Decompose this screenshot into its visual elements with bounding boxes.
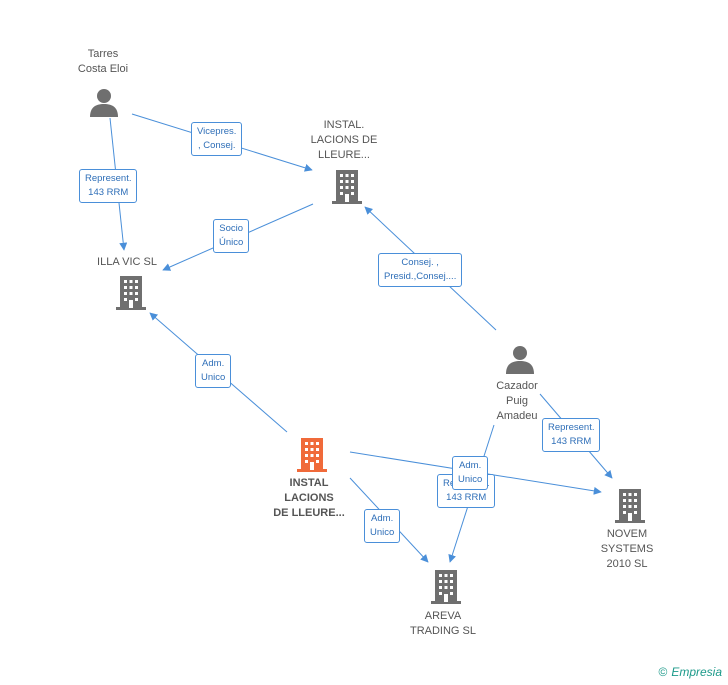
node-label-tarres: Tarres Costa Eloi xyxy=(77,48,129,75)
building-main-icon[interactable] xyxy=(297,438,327,472)
node-label-instal-top: INSTAL. LACIONS DE LLEURE... xyxy=(310,119,378,161)
person-icon[interactable] xyxy=(89,88,119,118)
brand-footer: ©Empresia xyxy=(658,665,722,679)
edge-label-represent-novem[interactable]: Represent. 143 RRM xyxy=(542,418,601,452)
edge-label-adm-unico-illa[interactable]: Adm. Unico xyxy=(195,354,232,388)
node-label-instal-main: INSTAL LACIONS DE LLEURE... xyxy=(273,477,345,519)
node-label-illa-vic: ILLA VIC SL xyxy=(97,256,157,268)
node-label-novem: NOVEM SYSTEMS 2010 SL xyxy=(600,528,654,570)
node-label-areva: AREVA TRADING SL xyxy=(409,610,477,637)
edge-label-adm-unico-areva[interactable]: Adm. Unico xyxy=(364,509,401,543)
copyright-icon: © xyxy=(658,665,668,679)
brand-logo: Empresia xyxy=(671,665,722,679)
node-label-cazador: Cazador Puig Amadeu xyxy=(496,380,538,422)
building-icon[interactable] xyxy=(332,170,362,204)
edge-label-consej-presid[interactable]: Consej. , Presid.,Consej.... xyxy=(378,253,463,287)
edge-label-vicepres[interactable]: Vicepres. , Consej. xyxy=(191,122,243,156)
building-icon[interactable] xyxy=(116,276,146,310)
person-icon[interactable] xyxy=(505,345,535,375)
edge-label-represent-tarres[interactable]: Represent. 143 RRM xyxy=(79,169,138,203)
edge-label-adm-unico-novem[interactable]: Adm. Unico xyxy=(452,456,489,490)
edge-label-socio[interactable]: Socio Único xyxy=(213,219,250,253)
building-icon[interactable] xyxy=(431,570,461,604)
building-icon[interactable] xyxy=(615,489,645,523)
